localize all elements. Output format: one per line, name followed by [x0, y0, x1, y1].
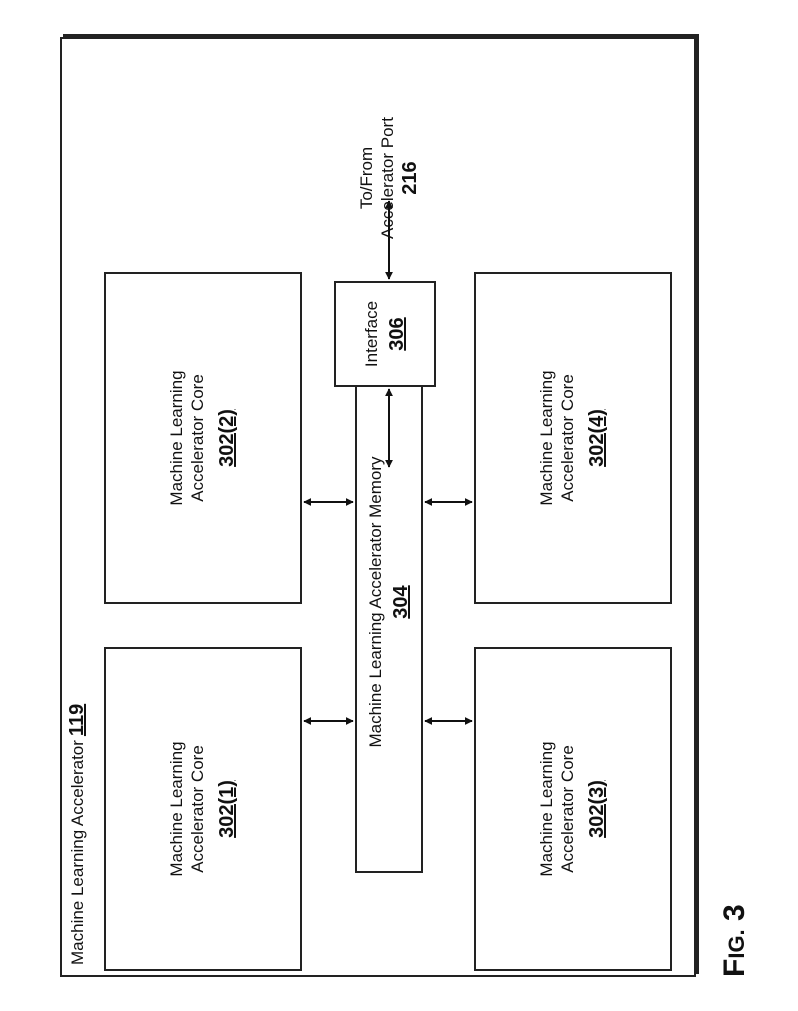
figure-number: 3 — [718, 904, 751, 921]
figure-prefix-small: IG. — [724, 929, 749, 959]
figure-prefix: F — [718, 958, 751, 977]
figure-label: FIG. 3 — [718, 904, 752, 977]
